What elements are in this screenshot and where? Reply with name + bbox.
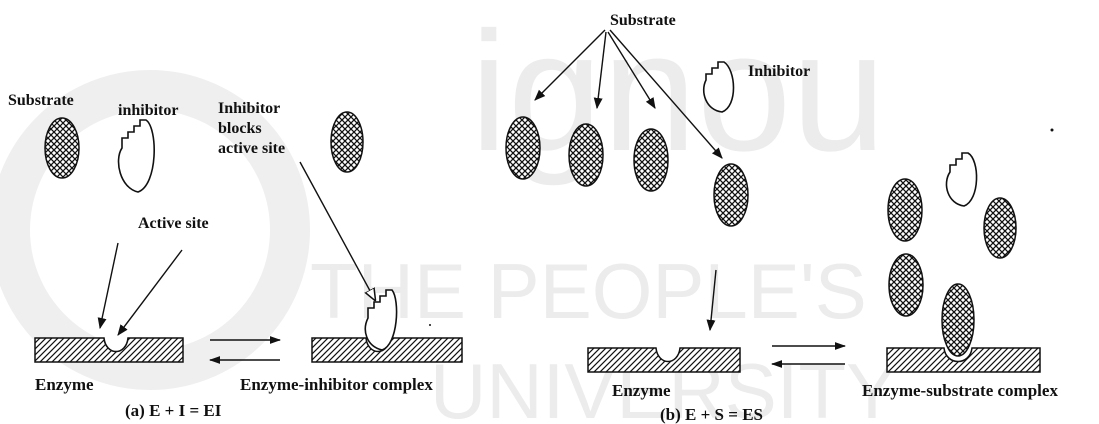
panel-b-complex-substrate-3	[889, 254, 923, 316]
panel-b-substrate-2	[569, 124, 603, 186]
panel-a-blocks-label-line1: Inhibitor	[218, 100, 280, 117]
panel-a-enzyme-label: Enzyme	[35, 375, 94, 394]
panel-b-enzyme-label: Enzyme	[612, 381, 671, 400]
panel-a-inhibitor-label: inhibitor	[118, 102, 178, 119]
speck	[1051, 129, 1054, 132]
panel-b-complex-inhibitor	[946, 153, 976, 206]
panel-a-substrate-free	[331, 112, 363, 172]
panel-a-caption: (a) E + I = EI	[125, 401, 222, 420]
panel-a-inhibitor	[119, 120, 155, 192]
panel-a-arrow-substrate-to-enzyme	[100, 243, 118, 328]
panel-a-active-site-label: Active site	[138, 215, 209, 232]
panel-b-complex-substrate-1	[888, 179, 922, 241]
panel-a-substrate-label: Substrate	[8, 92, 74, 109]
panel-a-substrate	[45, 118, 79, 178]
panel-b-complex-substrate-2	[984, 198, 1016, 258]
panel-a-blocks-label-line3: active site	[218, 140, 285, 157]
panel-b-bound-substrate	[942, 284, 974, 356]
panel-a-complex-label: Enzyme-inhibitor complex	[240, 375, 433, 394]
panel-b-complex-label: Enzyme-substrate complex	[862, 381, 1058, 400]
panel-b-substrate-1	[506, 117, 540, 179]
panel-b-substrate-3	[634, 129, 668, 191]
panel-b-substrate-4	[714, 164, 748, 226]
panel-a-arrow-active-site	[118, 250, 182, 335]
speck	[429, 324, 431, 326]
panel-b-substrate-label: Substrate	[610, 12, 676, 29]
panel-a-blocks-label-line2: blocks	[218, 120, 262, 137]
panel-b-caption: (b) E + S = ES	[660, 405, 763, 424]
panel-b-inhibitor-label: Inhibitor	[748, 63, 810, 80]
